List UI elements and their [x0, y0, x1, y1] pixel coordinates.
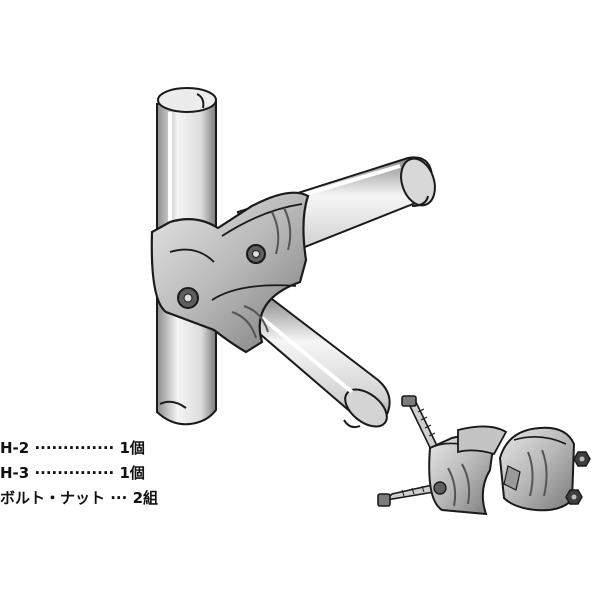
h2-fitting: [428, 425, 508, 516]
parts-row-h3: H-3 ·············· 1個: [0, 461, 158, 486]
part-name: ボルト・ナット: [0, 489, 106, 507]
part-quantity: 1個: [119, 439, 145, 457]
part-quantity: 1個: [119, 464, 145, 482]
dot-leader: ··············: [29, 464, 120, 482]
assembled-joint: [150, 191, 310, 354]
lower-branch-pipe: [244, 294, 391, 429]
dot-leader: ···: [105, 489, 133, 507]
dot-leader: ··············: [29, 439, 120, 457]
part-name: H-2: [0, 439, 30, 457]
parts-row-bolt-nut: ボルト・ナット ··· 2組: [0, 486, 158, 511]
part-name: H-3: [0, 464, 30, 482]
parts-list: H-2 ·············· 1個 H-3 ··············…: [0, 436, 158, 511]
nut-upper: [573, 451, 591, 467]
parts-row-h2: H-2 ·············· 1個: [0, 436, 158, 461]
part-quantity: 2組: [132, 489, 158, 507]
h3-fitting: [498, 426, 576, 512]
nut-lower: [565, 489, 583, 505]
